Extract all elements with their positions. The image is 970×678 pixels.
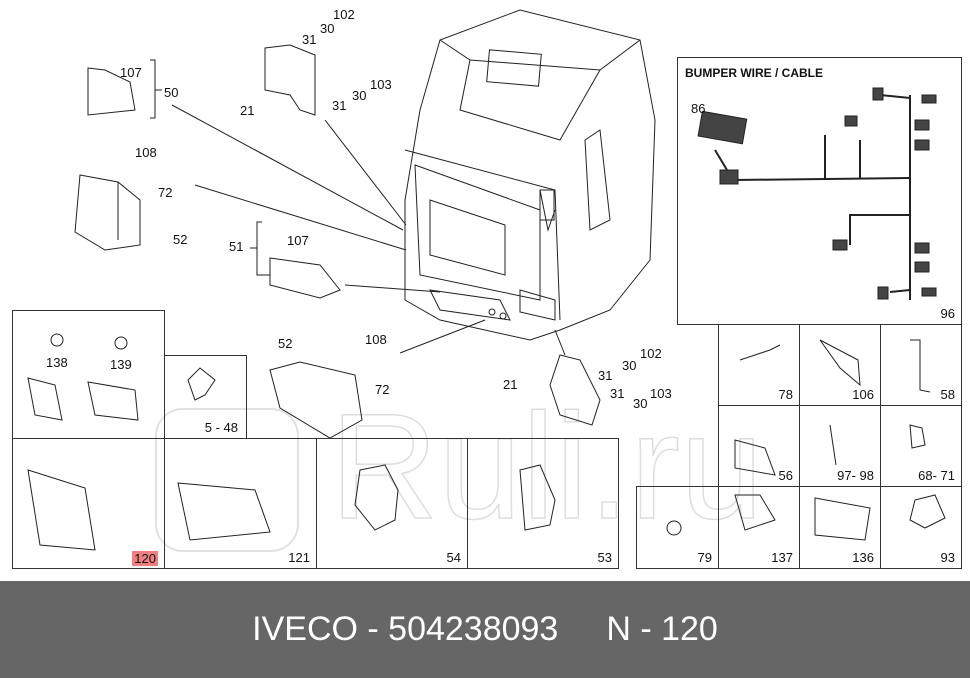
callout-139: 139 bbox=[110, 357, 132, 372]
callout-52: 52 bbox=[278, 336, 293, 351]
callout-30: 30 bbox=[320, 21, 335, 36]
callout-31: 31 bbox=[610, 386, 625, 401]
box-number: 68- 71 bbox=[918, 468, 955, 483]
box-number: 78 bbox=[778, 387, 793, 402]
lamp-kit-box: 138 139 bbox=[12, 310, 165, 439]
box-number: 5 - 48 bbox=[204, 420, 238, 435]
callout-51: 51 bbox=[229, 239, 244, 254]
box-number: 56 bbox=[778, 468, 793, 483]
callout-31: 31 bbox=[598, 368, 613, 383]
box-79[interactable]: 79 bbox=[636, 486, 719, 569]
bumper-wire-box: BUMPER WIRE / CABLE 86 96 bbox=[677, 57, 962, 325]
callout-102: 102 bbox=[333, 7, 355, 22]
box-5-48: 5 - 48 bbox=[164, 355, 247, 439]
box-number: 136 bbox=[852, 550, 874, 565]
box-number: 93 bbox=[940, 550, 955, 565]
parts-diagram: Ruli.ru bbox=[12, 7, 962, 569]
box-number: 53 bbox=[597, 550, 612, 565]
callout-30: 30 bbox=[633, 396, 648, 411]
callout-103: 103 bbox=[370, 77, 392, 92]
box-54[interactable]: 54 bbox=[316, 438, 468, 569]
part-info-bar: IVECO - 504238093 N - 120 bbox=[0, 581, 970, 678]
callout-86: 86 bbox=[691, 101, 706, 116]
box-121[interactable]: 121 bbox=[164, 438, 317, 569]
callout-108: 108 bbox=[135, 145, 157, 160]
box-106[interactable]: 106 bbox=[799, 324, 881, 406]
callout-21: 21 bbox=[240, 103, 255, 118]
box-number: 54 bbox=[446, 550, 461, 565]
box-number: 106 bbox=[852, 387, 874, 402]
box-53[interactable]: 53 bbox=[467, 438, 619, 569]
box-number: 137 bbox=[771, 550, 793, 565]
callout-72: 72 bbox=[375, 382, 390, 397]
callout-108: 108 bbox=[365, 332, 387, 347]
callout-102: 102 bbox=[640, 346, 662, 361]
brand-part-number: IVECO - 504238093 bbox=[252, 610, 559, 648]
callout-21: 21 bbox=[503, 377, 518, 392]
box-number-highlighted: 120 bbox=[132, 551, 158, 566]
truck-cab-drawing bbox=[27, 9, 946, 551]
box-97-98[interactable]: 97- 98 bbox=[799, 405, 881, 487]
callout-138: 138 bbox=[46, 355, 68, 370]
callout-31: 31 bbox=[332, 98, 347, 113]
callout-103: 103 bbox=[650, 386, 672, 401]
bumper-wire-title: BUMPER WIRE / CABLE bbox=[685, 66, 823, 80]
box-number: 58 bbox=[940, 387, 955, 402]
callout-30: 30 bbox=[352, 88, 367, 103]
box-93[interactable]: 93 bbox=[880, 486, 962, 569]
diagram-ref: N - 120 bbox=[606, 610, 718, 648]
box-78[interactable]: 78 bbox=[718, 324, 800, 406]
callout-50: 50 bbox=[164, 85, 179, 100]
box-number: 97- 98 bbox=[837, 468, 874, 483]
box-137[interactable]: 137 bbox=[718, 486, 800, 569]
callout-107: 107 bbox=[120, 65, 142, 80]
box-120[interactable]: 120 bbox=[12, 438, 165, 569]
box-number: 121 bbox=[288, 550, 310, 565]
callout-72: 72 bbox=[158, 185, 173, 200]
box-58[interactable]: 58 bbox=[880, 324, 962, 406]
callout-30: 30 bbox=[622, 358, 637, 373]
box-number: 79 bbox=[697, 550, 712, 565]
callout-107: 107 bbox=[287, 233, 309, 248]
box-68-71[interactable]: 68- 71 bbox=[880, 405, 962, 487]
box-136[interactable]: 136 bbox=[799, 486, 881, 569]
box-number: 96 bbox=[940, 306, 955, 321]
callout-52: 52 bbox=[173, 232, 188, 247]
callout-31: 31 bbox=[302, 32, 317, 47]
box-56[interactable]: 56 bbox=[718, 405, 800, 487]
